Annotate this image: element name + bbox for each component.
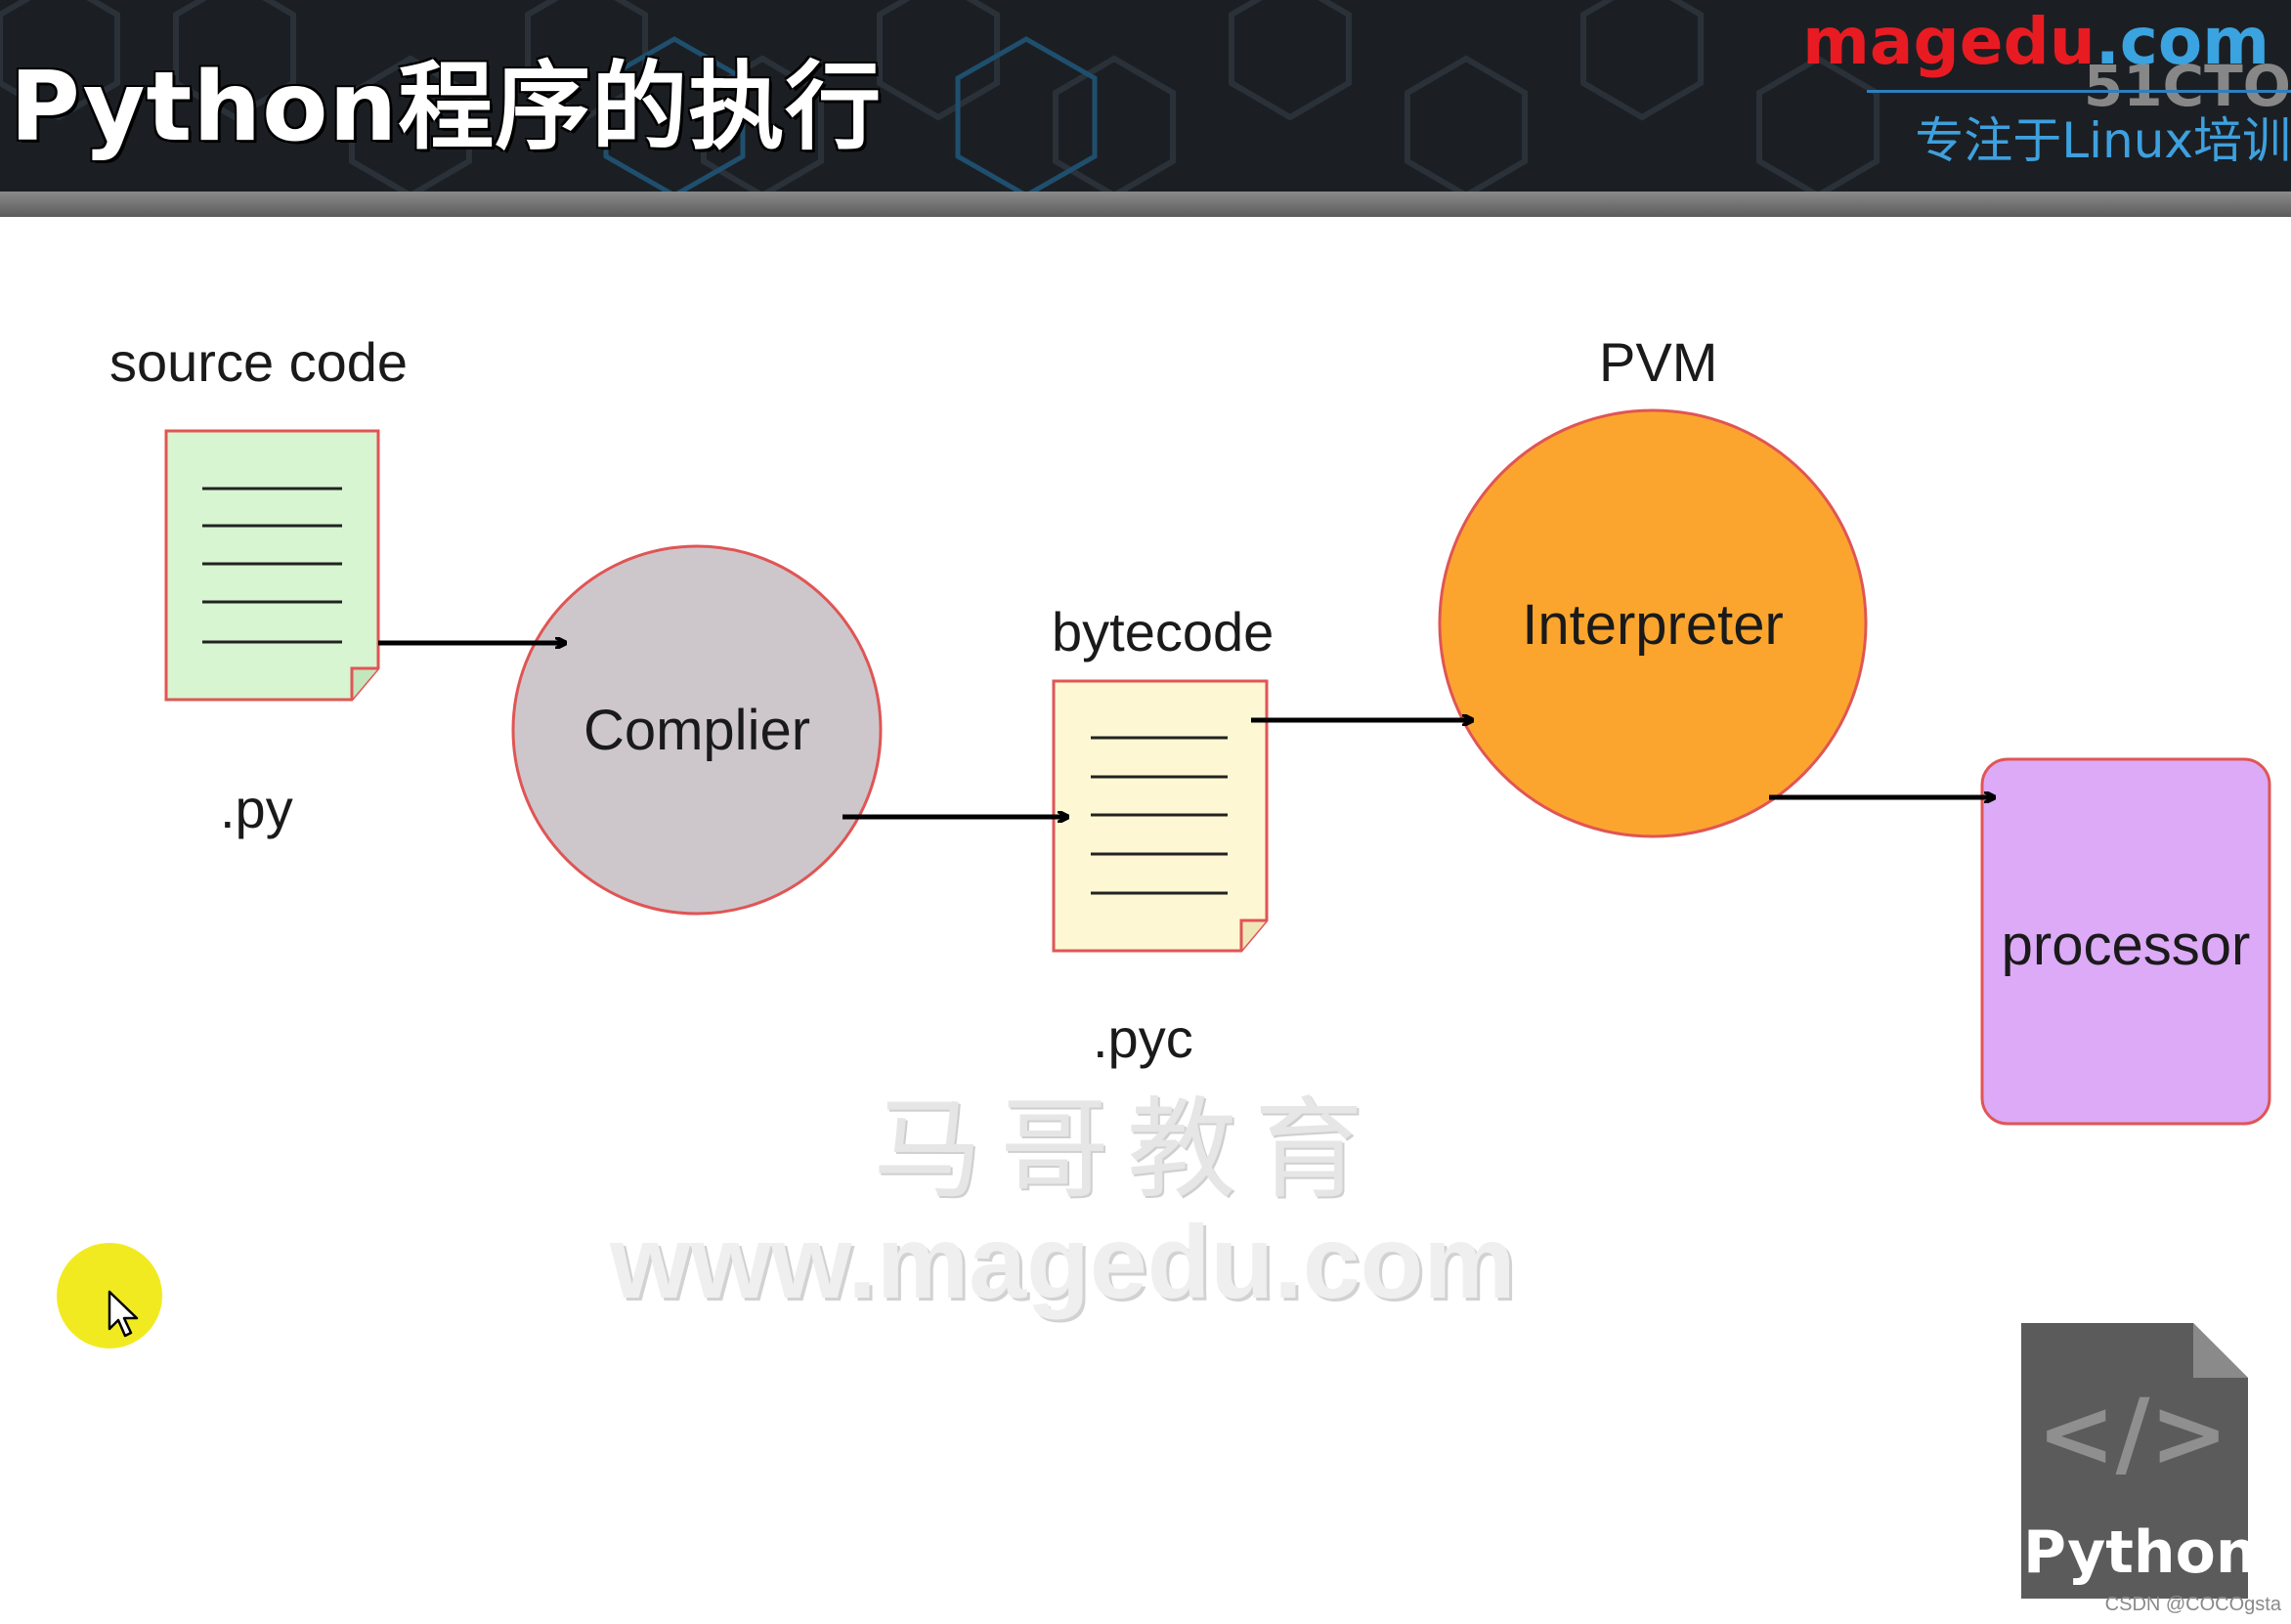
mouse-pointer-icon (108, 1290, 139, 1338)
bytecode-ext-label: .pyc (1093, 1007, 1193, 1069)
source-code-document-icon (164, 429, 380, 702)
source-code-label: source code (109, 331, 409, 393)
python-file-badge-icon: </> (2021, 1323, 2248, 1599)
hexagon-pattern (0, 0, 1880, 192)
slide-title: Python程序的执行 (10, 52, 883, 163)
brand-site-tld: .com (2095, 4, 2269, 79)
pvm-label: PVM (1599, 331, 1718, 393)
bytecode-document-icon (1052, 679, 1269, 953)
watermark-chinese: 马哥教育 (873, 1087, 1381, 1214)
processor-label: processor (2001, 914, 2251, 977)
header-divider-strip (0, 192, 2291, 217)
python-badge-code-glyph: </> (2037, 1379, 2228, 1488)
python-badge-label: Python (2023, 1518, 2258, 1587)
watermark-url: www.magedu.com (610, 1205, 1516, 1320)
source-ext-label: .py (220, 778, 293, 839)
interpreter-label: Interpreter (1522, 593, 1784, 657)
credit-text: CSDN @COCOgsta (2104, 1594, 2281, 1615)
compiler-node (511, 544, 883, 916)
processor-node (1980, 757, 2271, 1126)
compiler-label: Complier (583, 699, 811, 762)
brand-divider (1867, 90, 2291, 93)
brand-site-main: magedu (1802, 4, 2096, 79)
brand-tagline: 专注于Linux培训 (1915, 112, 2291, 169)
interpreter-node (1438, 408, 1868, 838)
brand-site-logo: magedu.com (1802, 4, 2269, 79)
slide-header: Python程序的执行 magedu.com 51CTO 专注于Linux培训 (0, 0, 2291, 192)
bytecode-label: bytecode (1052, 601, 1275, 662)
brand-51cto-logo: 51CTO (2083, 53, 2291, 119)
